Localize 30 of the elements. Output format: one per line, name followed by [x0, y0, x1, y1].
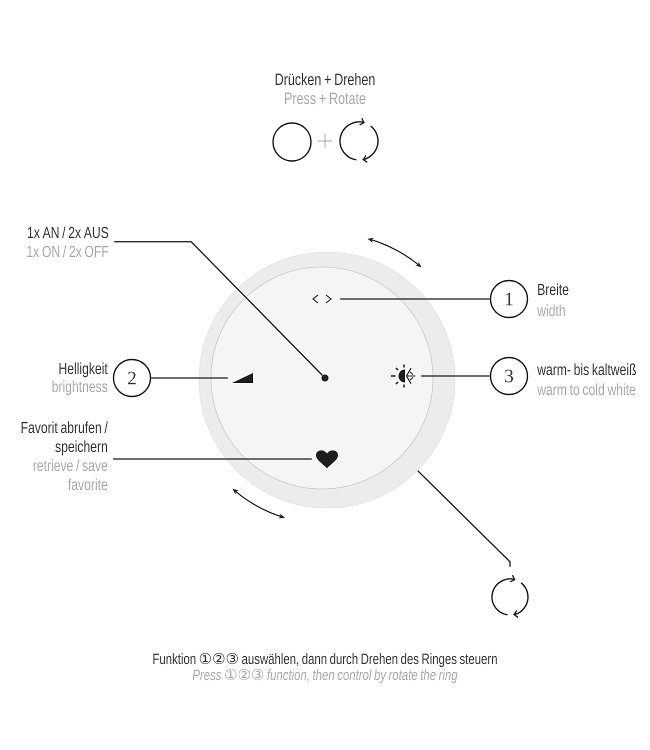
- caption-text: Helligkeit: [59, 362, 108, 378]
- heading: Drücken + Drehen: [276, 73, 375, 86]
- instruction-text: Funktion ①②③ auswählen, dann durch Drehen des Ringes steuern: [153, 652, 497, 668]
- chevrons-icon: [312, 294, 332, 304]
- caption-text: brightness: [52, 380, 108, 396]
- control-dial: [198, 252, 456, 508]
- caption-text: 1x ON / 2x OFF: [27, 245, 108, 258]
- callout-number: 1: [490, 280, 528, 318]
- leader-line: [114, 241, 323, 376]
- heart-icon: [316, 450, 338, 468]
- caption-text: Breite: [538, 283, 568, 296]
- caption-text: retrieve / save favorite: [34, 459, 108, 490]
- callout-number: 2: [112, 358, 152, 398]
- caption-text: warm to cold white: [537, 383, 636, 396]
- center-dot: [322, 374, 328, 382]
- wedge-icon: [232, 373, 253, 383]
- callout-number: 3: [490, 356, 528, 396]
- leader-line: [417, 470, 511, 567]
- rotate-icon: [491, 574, 529, 618]
- leader-line: [340, 298, 490, 300]
- subheading: Press + Rotate: [285, 92, 366, 104]
- sun-icon: [390, 364, 416, 388]
- leader-line: [113, 458, 312, 460]
- caption-text: warm- bis kaltweiß: [537, 363, 636, 376]
- caption-text: width: [537, 304, 565, 316]
- caption-text: Favorit abrufen / speichern: [22, 421, 108, 456]
- caption-text: 1x AN / 2x AUS: [28, 226, 108, 238]
- leader-line: [421, 375, 490, 377]
- leader-line: [151, 377, 228, 379]
- instruction-text: Press ①②③ function, then control by rotate the ring: [192, 668, 458, 684]
